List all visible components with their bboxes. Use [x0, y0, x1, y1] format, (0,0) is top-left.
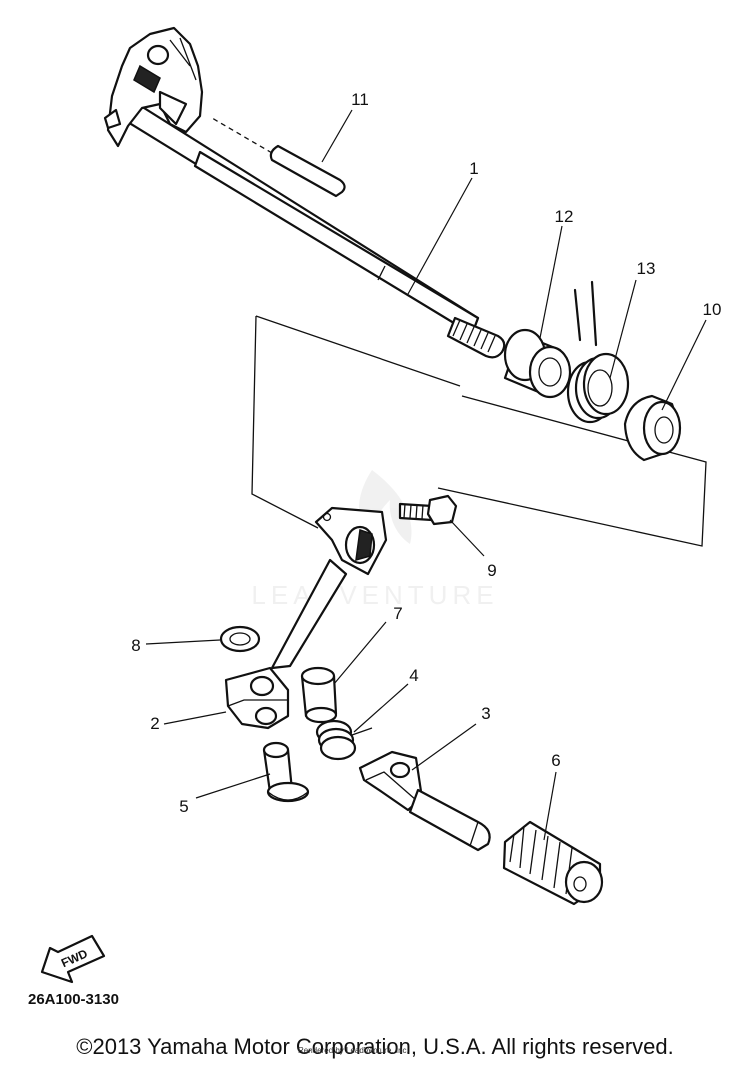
watermark-text: LEADVENTURE	[251, 580, 498, 610]
part-3-pedal-lever	[358, 750, 491, 852]
callout-10: 10	[703, 300, 722, 319]
part-1-shift-shaft	[103, 26, 506, 359]
callout-1: 1	[469, 159, 478, 178]
callout-8: 8	[131, 636, 140, 655]
callout-7: 7	[393, 604, 402, 623]
fwd-arrow-icon: FWD	[40, 934, 106, 984]
callout-2: 2	[150, 714, 159, 733]
part-11-pin	[211, 117, 346, 198]
catalog-code: 26A100-3130	[28, 991, 119, 1008]
part-5-pivot-bolt	[262, 741, 310, 803]
callout-labels: 1 2 3 4 5 6 7 8 9 10 11 12 13	[131, 90, 721, 816]
copyright-notice: ©2013 Yamaha Motor Corporation, U.S.A. A…	[76, 1034, 674, 1059]
callout-9: 9	[487, 561, 496, 580]
callout-13: 13	[637, 259, 656, 278]
callout-3: 3	[481, 704, 490, 723]
callout-4: 4	[409, 666, 418, 685]
assembly-frame-lines	[251, 315, 707, 547]
callout-5: 5	[179, 797, 188, 816]
part-2-shift-pedal-arm	[224, 666, 290, 730]
callout-11: 11	[351, 90, 369, 109]
part-4-spring	[315, 719, 373, 761]
callout-12: 12	[555, 207, 574, 226]
part-7-collar	[300, 666, 338, 724]
part-9-bolt	[398, 494, 458, 526]
part-8-washer	[219, 625, 261, 653]
part-12-bushing	[503, 328, 572, 399]
part-6-pedal-rubber	[502, 820, 604, 906]
shift-arm	[270, 506, 388, 670]
leader-lines	[145, 109, 707, 841]
part-10-oil-seal	[623, 394, 682, 462]
callout-6: 6	[551, 751, 560, 770]
part-13-return-spring	[566, 280, 630, 424]
rendered-by-notice: Rendered by LeadVenture, Inc.	[298, 1046, 409, 1055]
